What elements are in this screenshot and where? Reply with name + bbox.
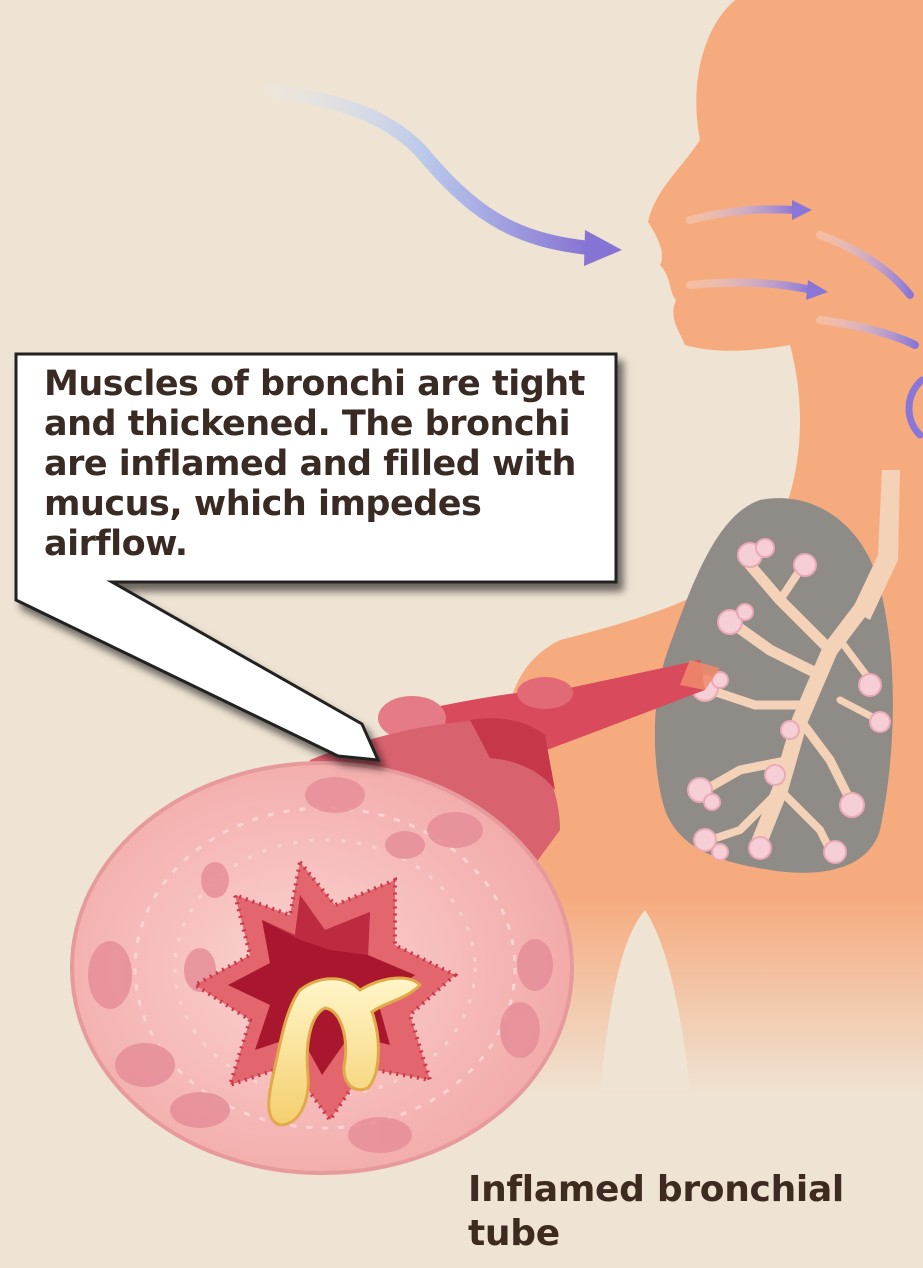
callout-text: Muscles of bronchi are tight and thicken…: [44, 364, 604, 564]
caption: Inflamed bronchial tube: [468, 1168, 908, 1256]
bronchus-bulge: [517, 677, 573, 709]
